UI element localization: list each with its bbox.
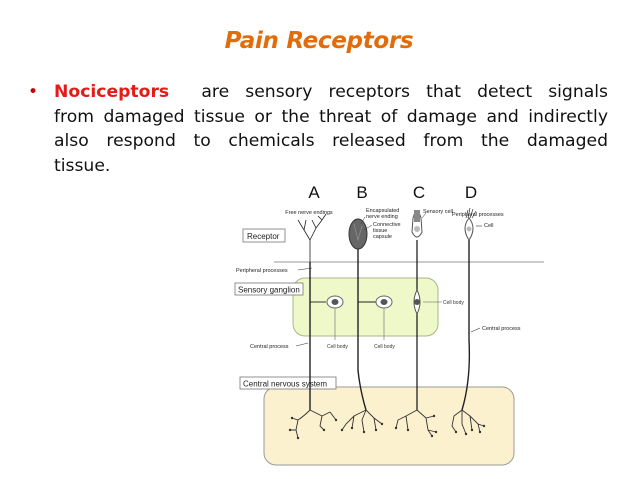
label-encapsulated: Encapsulated (366, 208, 399, 214)
label-central-process-right: Central process (482, 326, 521, 332)
bullet-text: Nociceptors are sensory receptors that d… (54, 80, 608, 178)
receptor-label-box (242, 228, 286, 243)
column-label-d: D (465, 183, 477, 202)
label-sensory-cell: Sensory cell (423, 209, 453, 215)
key-term: Nociceptors (54, 82, 170, 102)
label-cell-body-1: Cell body (327, 344, 348, 350)
nociceptor-diagram: A B C D Free nerve endings Encapsulated … (234, 183, 544, 466)
column-label-c: C (413, 183, 425, 202)
label-free-nerve-endings: Free nerve endings (285, 210, 333, 216)
cns-region (263, 386, 515, 466)
label-sensory-ganglion: Sensory ganglion (238, 286, 300, 295)
terminal-dots (288, 414, 486, 440)
slide-title: Pain Receptors (224, 28, 414, 54)
bullet-point: • Nociceptors are sensory receptors that… (28, 80, 608, 178)
bullet-body: are sensory receptors that detect signal… (54, 82, 608, 176)
label-peripheral-processes: Peripheral processes (236, 268, 288, 274)
column-label-a: A (308, 183, 320, 202)
column-label-b: B (356, 183, 367, 202)
label-central-process-left: Central process (250, 344, 289, 350)
label-nerve-ending: nerve ending (366, 214, 398, 220)
label-cell: Cell (484, 223, 493, 229)
label-capsule: capsule (373, 234, 392, 240)
label-cell-body-2: Cell body (374, 344, 395, 350)
encapsulated-receptor-b (348, 218, 368, 250)
label-peripheral-processes-d: Peripheral processes (452, 212, 504, 218)
neuron-d (465, 207, 477, 219)
neuron-b (357, 249, 376, 411)
label-connective: Connective (373, 222, 401, 228)
bullet-marker: • (28, 82, 39, 102)
label-cell-body-right: Cell body (443, 300, 464, 306)
sensory-ganglion-region (292, 277, 439, 337)
cns-label-box (239, 376, 337, 390)
label-cns: Central nervous system (243, 380, 327, 389)
ganglion-label-box (234, 282, 304, 296)
label-receptor: Receptor (247, 232, 280, 241)
cns-terminals (290, 409, 485, 439)
label-tissue: tissue (373, 228, 387, 234)
neuron-a (297, 213, 327, 410)
